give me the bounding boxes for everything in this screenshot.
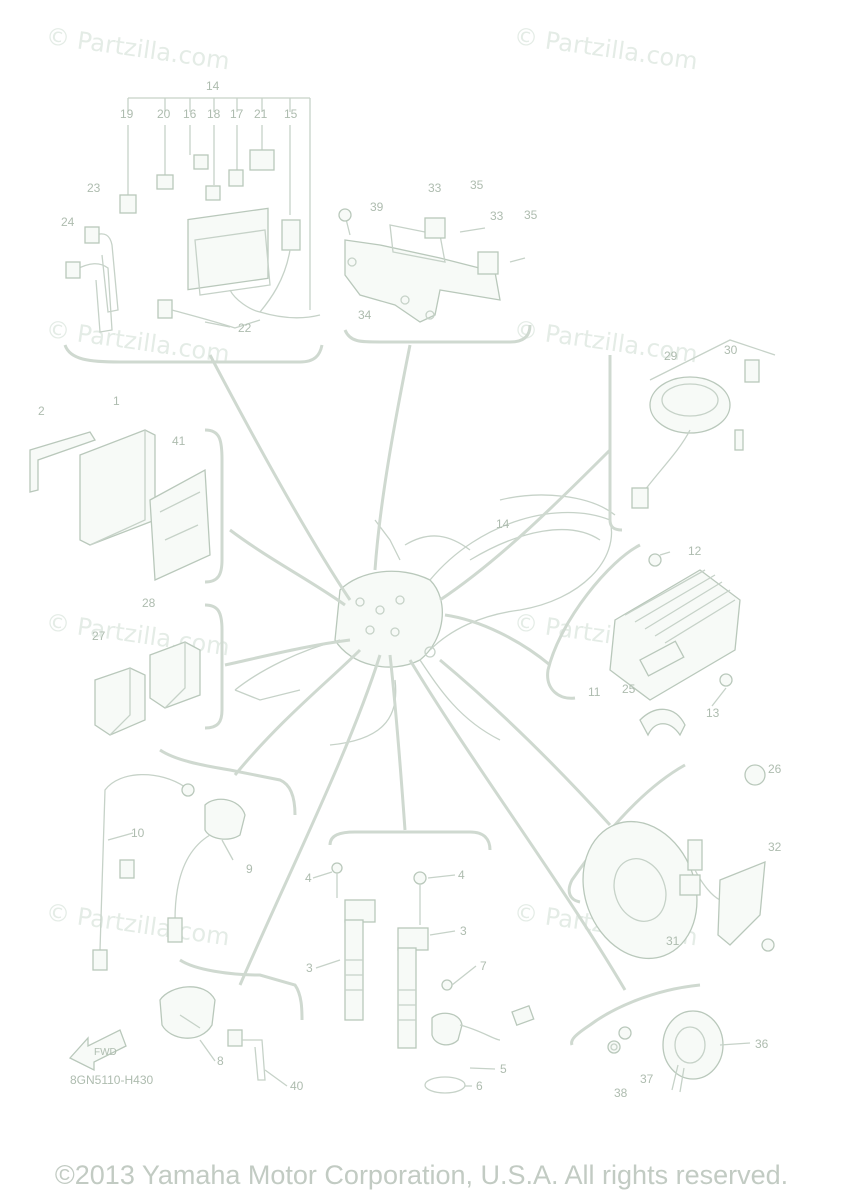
- relay-bracket-group: [338, 208, 526, 323]
- callout: 21: [254, 107, 268, 121]
- callout: 39: [370, 200, 384, 214]
- callout: 37: [640, 1072, 654, 1086]
- callout: 19: [120, 107, 134, 121]
- fuse-box-group: [65, 97, 321, 333]
- callout: 32: [768, 840, 782, 854]
- callout: 4: [305, 871, 312, 885]
- callout: 11: [588, 685, 601, 699]
- callout: 18: [207, 107, 221, 121]
- callout: 25: [622, 682, 636, 696]
- pickup-coil-group: [582, 764, 775, 960]
- callout: 5: [500, 1062, 507, 1076]
- callout: 13: [706, 706, 720, 720]
- callout: 20: [157, 107, 171, 121]
- horn-group: [607, 1010, 724, 1093]
- callout-leaders: [107, 321, 751, 1087]
- ecu-group: [29, 429, 211, 581]
- fwd-arrow-icon: FWD: [68, 1029, 127, 1072]
- diagram-code: 8GN5110-H430: [70, 1073, 154, 1087]
- callout: 33: [428, 181, 442, 195]
- callout: 35: [524, 208, 538, 222]
- relay-group: [94, 641, 201, 736]
- callout: 35: [470, 178, 484, 192]
- callout: 28: [142, 596, 156, 610]
- callout-labels: 14 19 20 16 18 17 21 15 23 24 22 39 33 3…: [38, 79, 782, 1100]
- callout: 34: [358, 308, 372, 322]
- callout: 14: [496, 517, 510, 531]
- sensor-wire-group: [92, 773, 246, 971]
- wire-harness: [234, 494, 616, 746]
- callout: 3: [460, 924, 467, 938]
- callout: 3: [306, 961, 313, 975]
- callout: 30: [724, 343, 738, 357]
- copyright-notice: ©2013 Yamaha Motor Corporation, U.S.A. A…: [54, 1160, 789, 1190]
- callout: 36: [755, 1037, 769, 1051]
- callout: 12: [688, 544, 702, 558]
- fwd-label: FWD: [94, 1047, 117, 1058]
- callout: 22: [238, 321, 252, 335]
- callout: 24: [61, 215, 75, 229]
- callout: 26: [768, 762, 782, 776]
- callout: 2: [38, 404, 45, 418]
- rectifier-group: [609, 553, 741, 737]
- ignition-coil-group: [331, 862, 535, 1094]
- callout: 31: [666, 934, 680, 948]
- callout: 17: [230, 107, 244, 121]
- callout: 6: [476, 1079, 483, 1093]
- ignition-switch-group: [631, 339, 776, 509]
- callout: 38: [614, 1086, 628, 1100]
- callout: 8: [217, 1054, 224, 1068]
- callout: 7: [480, 959, 487, 973]
- callout: 33: [490, 209, 504, 223]
- callout: 23: [87, 181, 101, 195]
- callout: 29: [664, 349, 678, 363]
- pressure-switch-group: [159, 986, 266, 1081]
- callout: 40: [290, 1079, 304, 1093]
- callout: 9: [246, 862, 253, 876]
- callout: 16: [183, 107, 197, 121]
- leader-lines: [63, 324, 701, 1046]
- callout: 1: [113, 394, 120, 408]
- callout: 27: [92, 629, 106, 643]
- callout: 14: [206, 79, 220, 93]
- callout: 4: [458, 868, 465, 882]
- callout: 15: [284, 107, 298, 121]
- callout: 41: [172, 434, 186, 448]
- callout: 10: [131, 826, 145, 840]
